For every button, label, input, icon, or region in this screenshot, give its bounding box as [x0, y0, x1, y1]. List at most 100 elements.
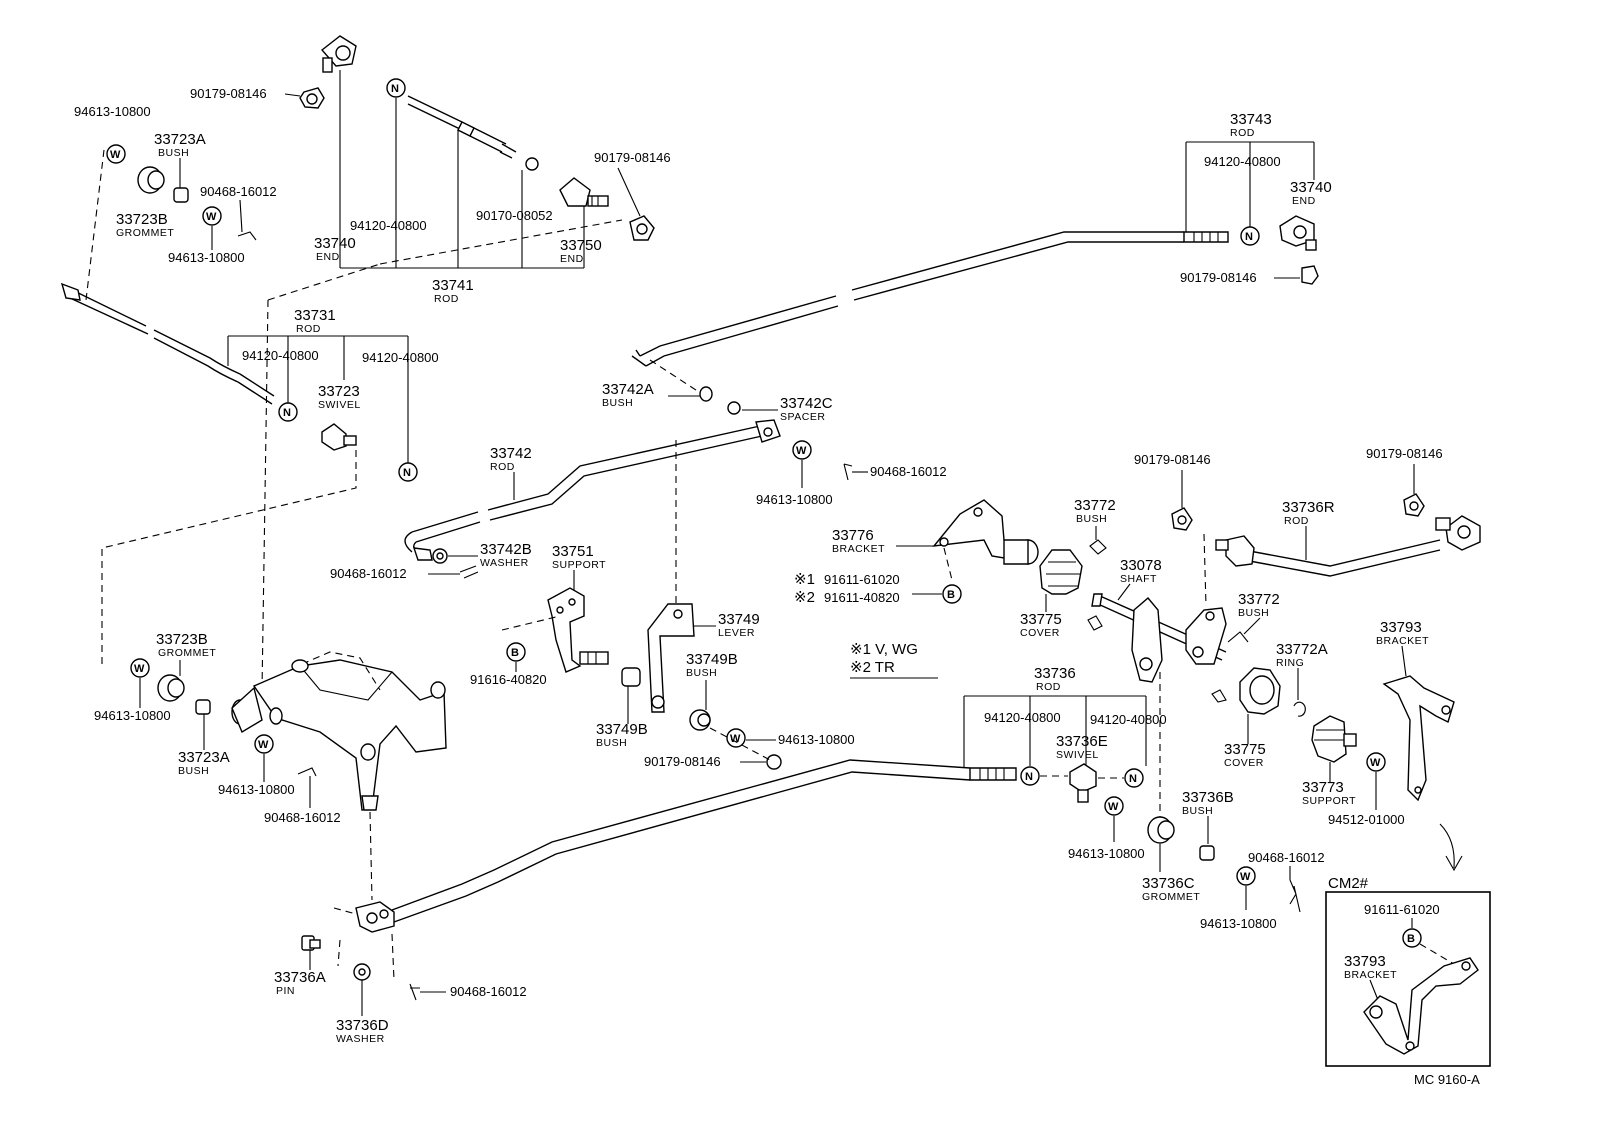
end-33750 [559, 177, 609, 207]
label-bracket-inset: BRACKET [1344, 969, 1397, 981]
label-90179-08146: 90179-08146 [190, 86, 267, 101]
svg-text:W: W [1240, 871, 1251, 883]
label-note-1: ※1 V, WG [850, 641, 918, 658]
label-33793: 33793 [1380, 619, 1422, 636]
label-grommet-bottom: GROMMET [158, 647, 216, 659]
bracket-33793-inset [1363, 957, 1479, 1055]
rod-33736 [355, 759, 1017, 933]
label-33793-inset: 33793 [1344, 953, 1386, 970]
swivel-33723 [321, 423, 357, 451]
svg-text:W: W [110, 149, 121, 161]
rod-33731 [60, 282, 275, 405]
label-33723A-top: 33723A [154, 131, 206, 148]
nut-90170 [525, 157, 539, 171]
svg-text:W: W [206, 211, 217, 223]
label-33773: 33773 [1302, 779, 1344, 796]
label-94120-40800-b: 94120-40800 [362, 350, 439, 365]
label-94613-10800-c: 94613-10800 [778, 732, 855, 747]
label-90468-16012-l: 90468-16012 [330, 566, 407, 581]
label-33736E: 33736E [1056, 733, 1108, 750]
bush-33723A-top [173, 187, 189, 203]
svg-text:N: N [403, 467, 411, 479]
support-33751 [547, 587, 609, 673]
label-rod-33742: ROD [490, 461, 515, 473]
grommet-33723B-top [137, 166, 165, 194]
end-33740-top [320, 35, 357, 73]
nut-symbol-n-1: N [386, 78, 406, 98]
label-cm2: CM2# [1328, 875, 1369, 892]
label-ring: RING [1276, 657, 1304, 669]
label-end-left: END [316, 251, 340, 263]
label-lever: LEVER [718, 627, 755, 639]
label-33736R: 33736R [1282, 499, 1335, 516]
label-33731: 33731 [294, 307, 336, 324]
label-91611-61020-inset: 91611-61020 [1364, 902, 1440, 917]
label-bush-top: BUSH [158, 147, 189, 159]
label-33741: 33741 [432, 277, 474, 294]
label-rod-33736R: ROD [1284, 515, 1309, 527]
nut-90179-center [766, 754, 782, 770]
svg-text:N: N [283, 407, 291, 419]
nut-90179-right [1301, 265, 1319, 285]
label-33736: 33736 [1034, 665, 1076, 682]
label-bracket-33776: BRACKET [832, 543, 885, 555]
nut-symbol-n-6: N [1240, 226, 1260, 246]
bolt-symbol-b-3: B [1402, 928, 1422, 948]
washer-33736D [353, 963, 371, 981]
label-90179-08146-rc: 90179-08146 [1134, 452, 1211, 467]
label-94613-10800-cc: 94613-10800 [1068, 846, 1145, 861]
svg-text:B: B [947, 589, 955, 601]
label-bush-33736B: BUSH [1182, 805, 1213, 817]
label-33742: 33742 [490, 445, 532, 462]
rod-33742 [404, 419, 781, 561]
label-bush-33772: BUSH [1076, 513, 1107, 525]
label-33078: 33078 [1120, 557, 1162, 574]
end-33740-right [1279, 215, 1317, 251]
washer-symbol-w-9: W [1236, 866, 1256, 886]
label-33750: 33750 [560, 237, 602, 254]
svg-text:W: W [730, 733, 741, 745]
svg-text:W: W [796, 445, 807, 457]
label-33723B-top: 33723B [116, 211, 168, 228]
nut-90179-far-right [1403, 493, 1425, 517]
label-91611-40820: 91611-40820 [824, 590, 900, 605]
washer-symbol-w-6: W [726, 728, 746, 748]
washer-symbol-w-4: W [254, 734, 274, 754]
svg-text:N: N [1129, 773, 1137, 785]
label-90468-16012-b: 90468-16012 [264, 810, 341, 825]
label-94120-40800-c1: 94120-40800 [984, 710, 1061, 725]
svg-text:N: N [1025, 771, 1033, 783]
label-33742C: 33742C [780, 395, 833, 412]
label-bush-33772-b: BUSH [1238, 607, 1269, 619]
label-33776: 33776 [832, 527, 874, 544]
label-mark-2: ※2 [794, 589, 815, 606]
label-grommet-top: GROMMET [116, 227, 174, 239]
washer-symbol-w-2: W [202, 206, 222, 226]
svg-text:N: N [1245, 231, 1253, 243]
rod-33736R [1215, 515, 1481, 577]
inset-box-cm2 [1325, 891, 1491, 1067]
label-washer-33742B: WASHER [480, 557, 529, 569]
label-grommet-33736C: GROMMET [1142, 891, 1200, 903]
label-90179-08146-c: 90179-08146 [644, 754, 721, 769]
svg-text:B: B [511, 647, 519, 659]
rod-33741 [407, 95, 517, 159]
svg-text:N: N [391, 83, 399, 95]
cover-33775-upper [1039, 549, 1083, 595]
bush-33749B-left [621, 667, 641, 687]
svg-text:W: W [258, 739, 269, 751]
label-end-33750: END [560, 253, 584, 265]
label-support-33773: SUPPORT [1302, 795, 1356, 807]
ring-33772A [1293, 701, 1306, 717]
label-90179-08146-fr: 90179-08146 [1366, 446, 1443, 461]
label-33736C: 33736C [1142, 875, 1195, 892]
label-94512-01000: 94512-01000 [1328, 812, 1405, 827]
label-33736D: 33736D [336, 1017, 389, 1034]
bracket-33776 [932, 499, 1039, 565]
label-bush-33749B-b: BUSH [596, 737, 627, 749]
washer-symbol-w-7: W [1104, 796, 1124, 816]
cover-33775-lower [1239, 667, 1281, 715]
label-33749: 33749 [718, 611, 760, 628]
label-94120-40800-top: 94120-40800 [350, 218, 427, 233]
